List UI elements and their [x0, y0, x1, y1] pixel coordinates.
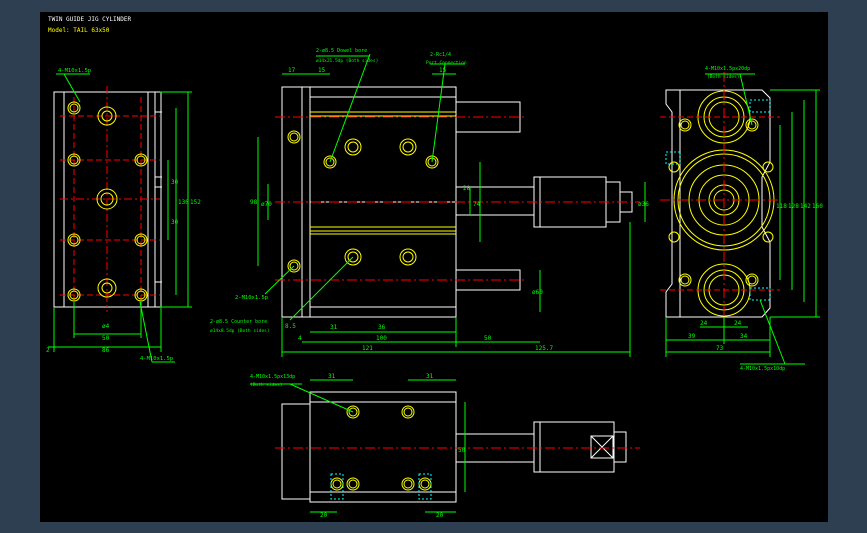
mid-dim-98: 98	[250, 199, 258, 206]
bottom-callout-sides: (Both sides)	[250, 382, 283, 388]
left-dim-30b: 30	[171, 219, 179, 226]
bottom-dim-20a: 20	[320, 512, 328, 519]
middle-side-view: 2-ø8.5 Dowel bore ø14x21.5dp (Both sides…	[210, 48, 649, 357]
left-dim-2: 2	[46, 347, 50, 354]
mid-callout-counterbore-depth: ø14x8.5dp (Both sides)	[210, 328, 270, 334]
mid-callout-port: 2-Rc1/4	[430, 52, 451, 58]
left-dim-o4: ø4	[102, 323, 110, 330]
left-dim-130: 130	[178, 199, 189, 206]
left-dim-86: 86	[102, 347, 110, 354]
mid-callout-dowel: 2-ø8.5 Dowel bore	[316, 48, 367, 54]
left-dim-30a: 30	[171, 179, 179, 186]
left-dim-50: 50	[102, 335, 110, 342]
mid-dim-o36: ø36	[638, 201, 649, 208]
right-dim-73: 73	[716, 345, 724, 352]
mid-dim-8.5: 8.5	[285, 323, 296, 330]
left-end-view: 4-M10x1.5p 4-M10x1.5p 30 30 130 152 ø4 5…	[46, 68, 201, 363]
mid-dim-125.7: 125.7	[535, 345, 553, 352]
drawing-title: TWIN GUIDE JIG CYLINDER	[48, 16, 131, 23]
right-top-callout: 4-M10x1.5px20dp	[705, 66, 750, 72]
right-dim-142: 142	[800, 203, 811, 210]
right-dim-128: 128	[788, 203, 799, 210]
right-top-callout-sides: (Both sides)	[707, 74, 740, 80]
mid-dim-28: 28	[463, 185, 471, 192]
mid-dim-74: 74	[473, 201, 481, 208]
mid-dim-4: 4	[298, 335, 302, 342]
mid-dim-17: 17	[288, 67, 296, 74]
mid-callout-dowel-depth: ø14x21.5dp (Both sides)	[316, 58, 378, 64]
bottom-top-view: 4-M10x1.5px13dp (Both sides) 31 31 50 20…	[250, 373, 640, 519]
left-bottom-callout: 4-M10x1.5p	[140, 356, 173, 362]
mid-callout-m10: 2-M10x1.5p	[235, 295, 268, 301]
mid-callout-port-conn: Port Connection	[426, 60, 467, 66]
bottom-dim-31b: 31	[426, 373, 434, 380]
cad-drawing-canvas[interactable]: TWIN GUIDE JIG CYLINDER Model: TAIL 63x5…	[40, 12, 828, 522]
bottom-dim-50: 50	[458, 447, 466, 454]
technical-drawing: TWIN GUIDE JIG CYLINDER Model: TAIL 63x5…	[46, 16, 823, 519]
left-top-callout: 4-M10x1.5p	[58, 68, 91, 74]
right-bottom-callout: 4-M10x1.5px10dp	[740, 366, 785, 372]
mid-dim-15b: 15	[439, 67, 447, 74]
right-dim-34: 34	[740, 333, 748, 340]
mid-dim-31: 31	[330, 324, 338, 331]
bottom-callout: 4-M10x1.5px13dp	[250, 374, 295, 380]
mid-dim-15a: 15	[318, 67, 326, 74]
right-dim-160: 160	[812, 203, 823, 210]
mid-dim-o60: ø60	[532, 289, 543, 296]
mid-dim-100: 100	[376, 335, 387, 342]
mid-dim-50: 50	[484, 335, 492, 342]
right-dim-24a: 24	[700, 320, 708, 327]
right-dim-39: 39	[688, 333, 696, 340]
mid-callout-counterbore: 2-ø8.5 Counter bore	[210, 319, 267, 325]
model-label: Model: TAIL 63x50	[48, 27, 110, 34]
right-dim-118: 118	[776, 203, 787, 210]
mid-dim-36: 36	[378, 324, 386, 331]
left-dim-152: 152	[190, 199, 201, 206]
mid-dim-121: 121	[362, 345, 373, 352]
right-dim-24b: 24	[734, 320, 742, 327]
bottom-dim-31a: 31	[328, 373, 336, 380]
bottom-dim-20b: 20	[436, 512, 444, 519]
right-front-view: 4-M10x1.5px20dp (Both sides) 4-M10x1.5px…	[660, 66, 823, 372]
mid-dim-o70: ø70	[261, 201, 272, 208]
